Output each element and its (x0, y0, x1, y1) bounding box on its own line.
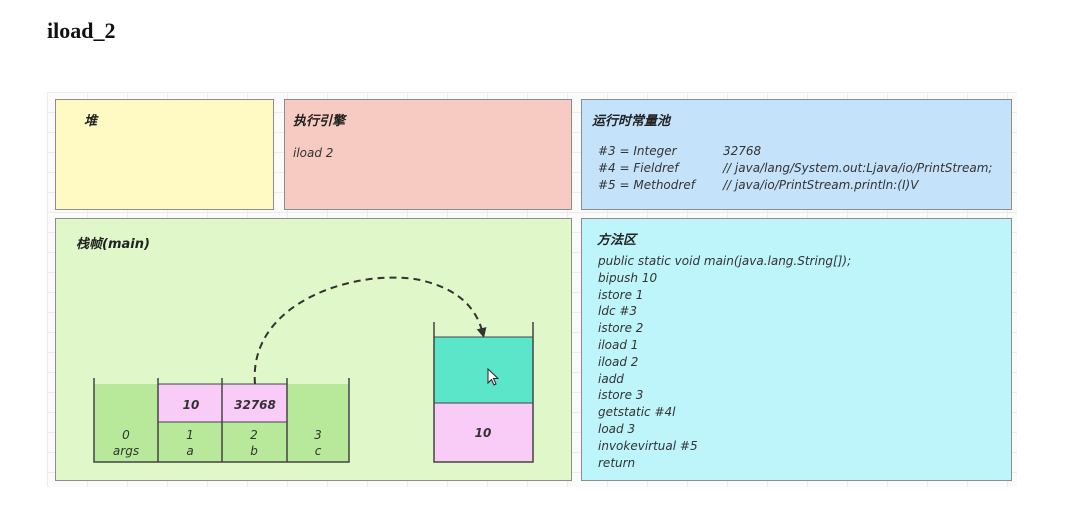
current-instruction: iload 2 (293, 146, 334, 160)
local-index: 1 (186, 428, 194, 442)
pool-entry-value: // java/lang/System.out:Ljava/io/PrintSt… (723, 161, 993, 175)
pool-title: 运行时常量池 (592, 114, 671, 129)
operand-stack-bottom-slot (434, 403, 533, 462)
bytecode-line: ldc #3 (598, 304, 638, 319)
bytecode-line: bipush 10 (598, 270, 658, 285)
mouse-pointer-icon (487, 368, 499, 386)
pool-entry-ref: #5 = Methodref (598, 178, 695, 192)
local-name: args (113, 444, 139, 458)
local-name: c (315, 444, 322, 458)
bytecode-line: invokevirtual #5 (598, 438, 698, 453)
local-index: 0 (122, 428, 130, 442)
bytecode-line: iadd (598, 371, 624, 386)
bytecode-list: public static void main(java.lang.String… (598, 253, 851, 471)
local-slot-1 (158, 422, 222, 462)
page-title: iload_2 (47, 18, 116, 43)
pool-entry-ref: #4 = Fieldref (598, 161, 679, 175)
operand-stack-top-slot (434, 337, 533, 403)
local-value: 32768 (234, 398, 276, 412)
frame-title: 栈帧(main) (76, 237, 150, 252)
local-slot-2 (222, 422, 287, 462)
bytecode-line: istore 1 (598, 287, 644, 302)
local-slot-1-value-cell (158, 384, 222, 422)
engine-title: 执行引擎 (293, 114, 346, 129)
local-index: 3 (314, 428, 322, 442)
heap-panel: 堆 (55, 99, 274, 210)
bytecode-line: iload 2 (598, 354, 639, 369)
bytecode-line: istore 3 (598, 388, 644, 403)
method-area-title: 方法区 (597, 233, 637, 248)
heap-title: 堆 (84, 114, 98, 129)
bytecode-line: istore 2 (598, 321, 644, 336)
local-name: a (186, 444, 193, 458)
bytecode-line: load 3 (598, 421, 636, 436)
execution-engine-panel: 执行引擎 iload 2 (284, 99, 572, 210)
bytecode-line: return (598, 455, 636, 470)
local-value: 10 (183, 398, 200, 412)
pool-entry-value: // java/io/PrintStream.println:(I)V (723, 178, 919, 192)
pool-entry-value: 32768 (723, 144, 762, 158)
load-arrow (253, 276, 487, 385)
bytecode-line: getstatic #4l (598, 405, 676, 420)
bytecode-line: public static void main(java.lang.String… (598, 254, 852, 268)
local-variable-table: 10 32768 0 args 1 a 2 b 3 c (93, 378, 350, 463)
local-name: b (250, 444, 258, 458)
constant-pool-panel: 运行时常量池 #3 = Integer 32768 #4 = Fieldref … (581, 99, 1012, 210)
local-slot-0 (94, 384, 158, 462)
operand-value: 10 (475, 426, 492, 440)
operand-stack: 10 (433, 322, 534, 463)
bytecode-line: iload 1 (598, 337, 639, 352)
method-area-panel: 方法区 public static void main(java.lang.St… (581, 218, 1012, 481)
local-slot-2-value-cell (222, 384, 287, 422)
pool-entry-ref: #3 = Integer (598, 144, 677, 158)
local-slot-3 (287, 384, 349, 462)
local-index: 2 (250, 428, 258, 442)
